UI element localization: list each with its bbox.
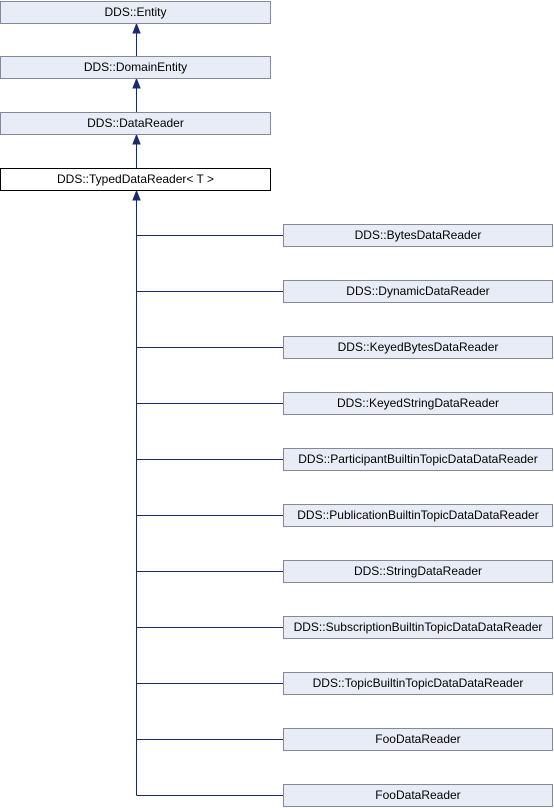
- class-node-box: [0, 168, 271, 191]
- class-node-foo-2[interactable]: FooDataReader: [283, 784, 553, 807]
- inheritance-arrowhead: [132, 22, 141, 34]
- class-node-box: [0, 112, 271, 135]
- class-node-participant-builtin[interactable]: DDS::ParticipantBuiltinTopicDataDataRead…: [283, 448, 553, 471]
- inheritance-arrowhead: [132, 189, 141, 201]
- class-node-keyed-string[interactable]: DDS::KeyedStringDataReader: [283, 392, 553, 415]
- class-node-label: DDS::TopicBuiltinTopicDataDataReader: [313, 676, 524, 690]
- class-node-label: FooDataReader: [375, 788, 460, 802]
- class-node-label: DDS::DomainEntity: [84, 60, 187, 74]
- class-node-box: [283, 672, 553, 695]
- class-node-label: DDS::ParticipantBuiltinTopicDataDataRead…: [298, 452, 537, 466]
- class-node-label: DDS::BytesDataReader: [355, 228, 482, 242]
- class-node-box: [283, 504, 553, 527]
- class-node-box: [283, 560, 553, 583]
- class-node-label: DDS::TypedDataReader< T >: [57, 172, 214, 186]
- class-node-subscription-builtin[interactable]: DDS::SubscriptionBuiltinTopicDataDataRea…: [283, 616, 553, 639]
- class-node-keyed-bytes[interactable]: DDS::KeyedBytesDataReader: [283, 336, 553, 359]
- class-node-label: DDS::SubscriptionBuiltinTopicDataDataRea…: [294, 620, 543, 634]
- class-node-box: [283, 448, 553, 471]
- class-node-box: [283, 280, 553, 303]
- class-node-label: DDS::StringDataReader: [354, 564, 482, 578]
- class-node-label: DDS::DataReader: [87, 116, 184, 130]
- class-node-box: [283, 336, 553, 359]
- class-node-box: [0, 1, 271, 24]
- class-node-box: [283, 784, 553, 807]
- class-node-publication-builtin[interactable]: DDS::PublicationBuiltinTopicDataDataRead…: [283, 504, 553, 527]
- class-node-box: [283, 224, 553, 247]
- class-node-label: FooDataReader: [375, 732, 460, 746]
- class-node-label: DDS::DynamicDataReader: [346, 284, 489, 298]
- class-node-typed-data-reader[interactable]: DDS::TypedDataReader< T >: [0, 168, 271, 191]
- class-node-box: [283, 392, 553, 415]
- class-node-entity[interactable]: DDS::Entity: [0, 1, 271, 24]
- inheritance-edges: [132, 22, 284, 796]
- class-node-box: [283, 728, 553, 751]
- class-node-label: DDS::Entity: [104, 5, 166, 19]
- class-node-box: [283, 616, 553, 639]
- class-node-dynamic[interactable]: DDS::DynamicDataReader: [283, 280, 553, 303]
- class-node-label: DDS::KeyedStringDataReader: [337, 396, 499, 410]
- class-node-domain-entity[interactable]: DDS::DomainEntity: [0, 56, 271, 79]
- class-node-data-reader[interactable]: DDS::DataReader: [0, 112, 271, 135]
- inheritance-arrowhead: [132, 77, 141, 89]
- class-node-label: DDS::PublicationBuiltinTopicDataDataRead…: [297, 508, 538, 522]
- class-node-foo-1[interactable]: FooDataReader: [283, 728, 553, 751]
- class-node-bytes[interactable]: DDS::BytesDataReader: [283, 224, 553, 247]
- inheritance-arrowhead: [132, 133, 141, 145]
- class-node-topic-builtin[interactable]: DDS::TopicBuiltinTopicDataDataReader: [283, 672, 553, 695]
- class-node-label: DDS::KeyedBytesDataReader: [338, 340, 499, 354]
- class-node-box: [0, 56, 271, 79]
- class-node-string[interactable]: DDS::StringDataReader: [283, 560, 553, 583]
